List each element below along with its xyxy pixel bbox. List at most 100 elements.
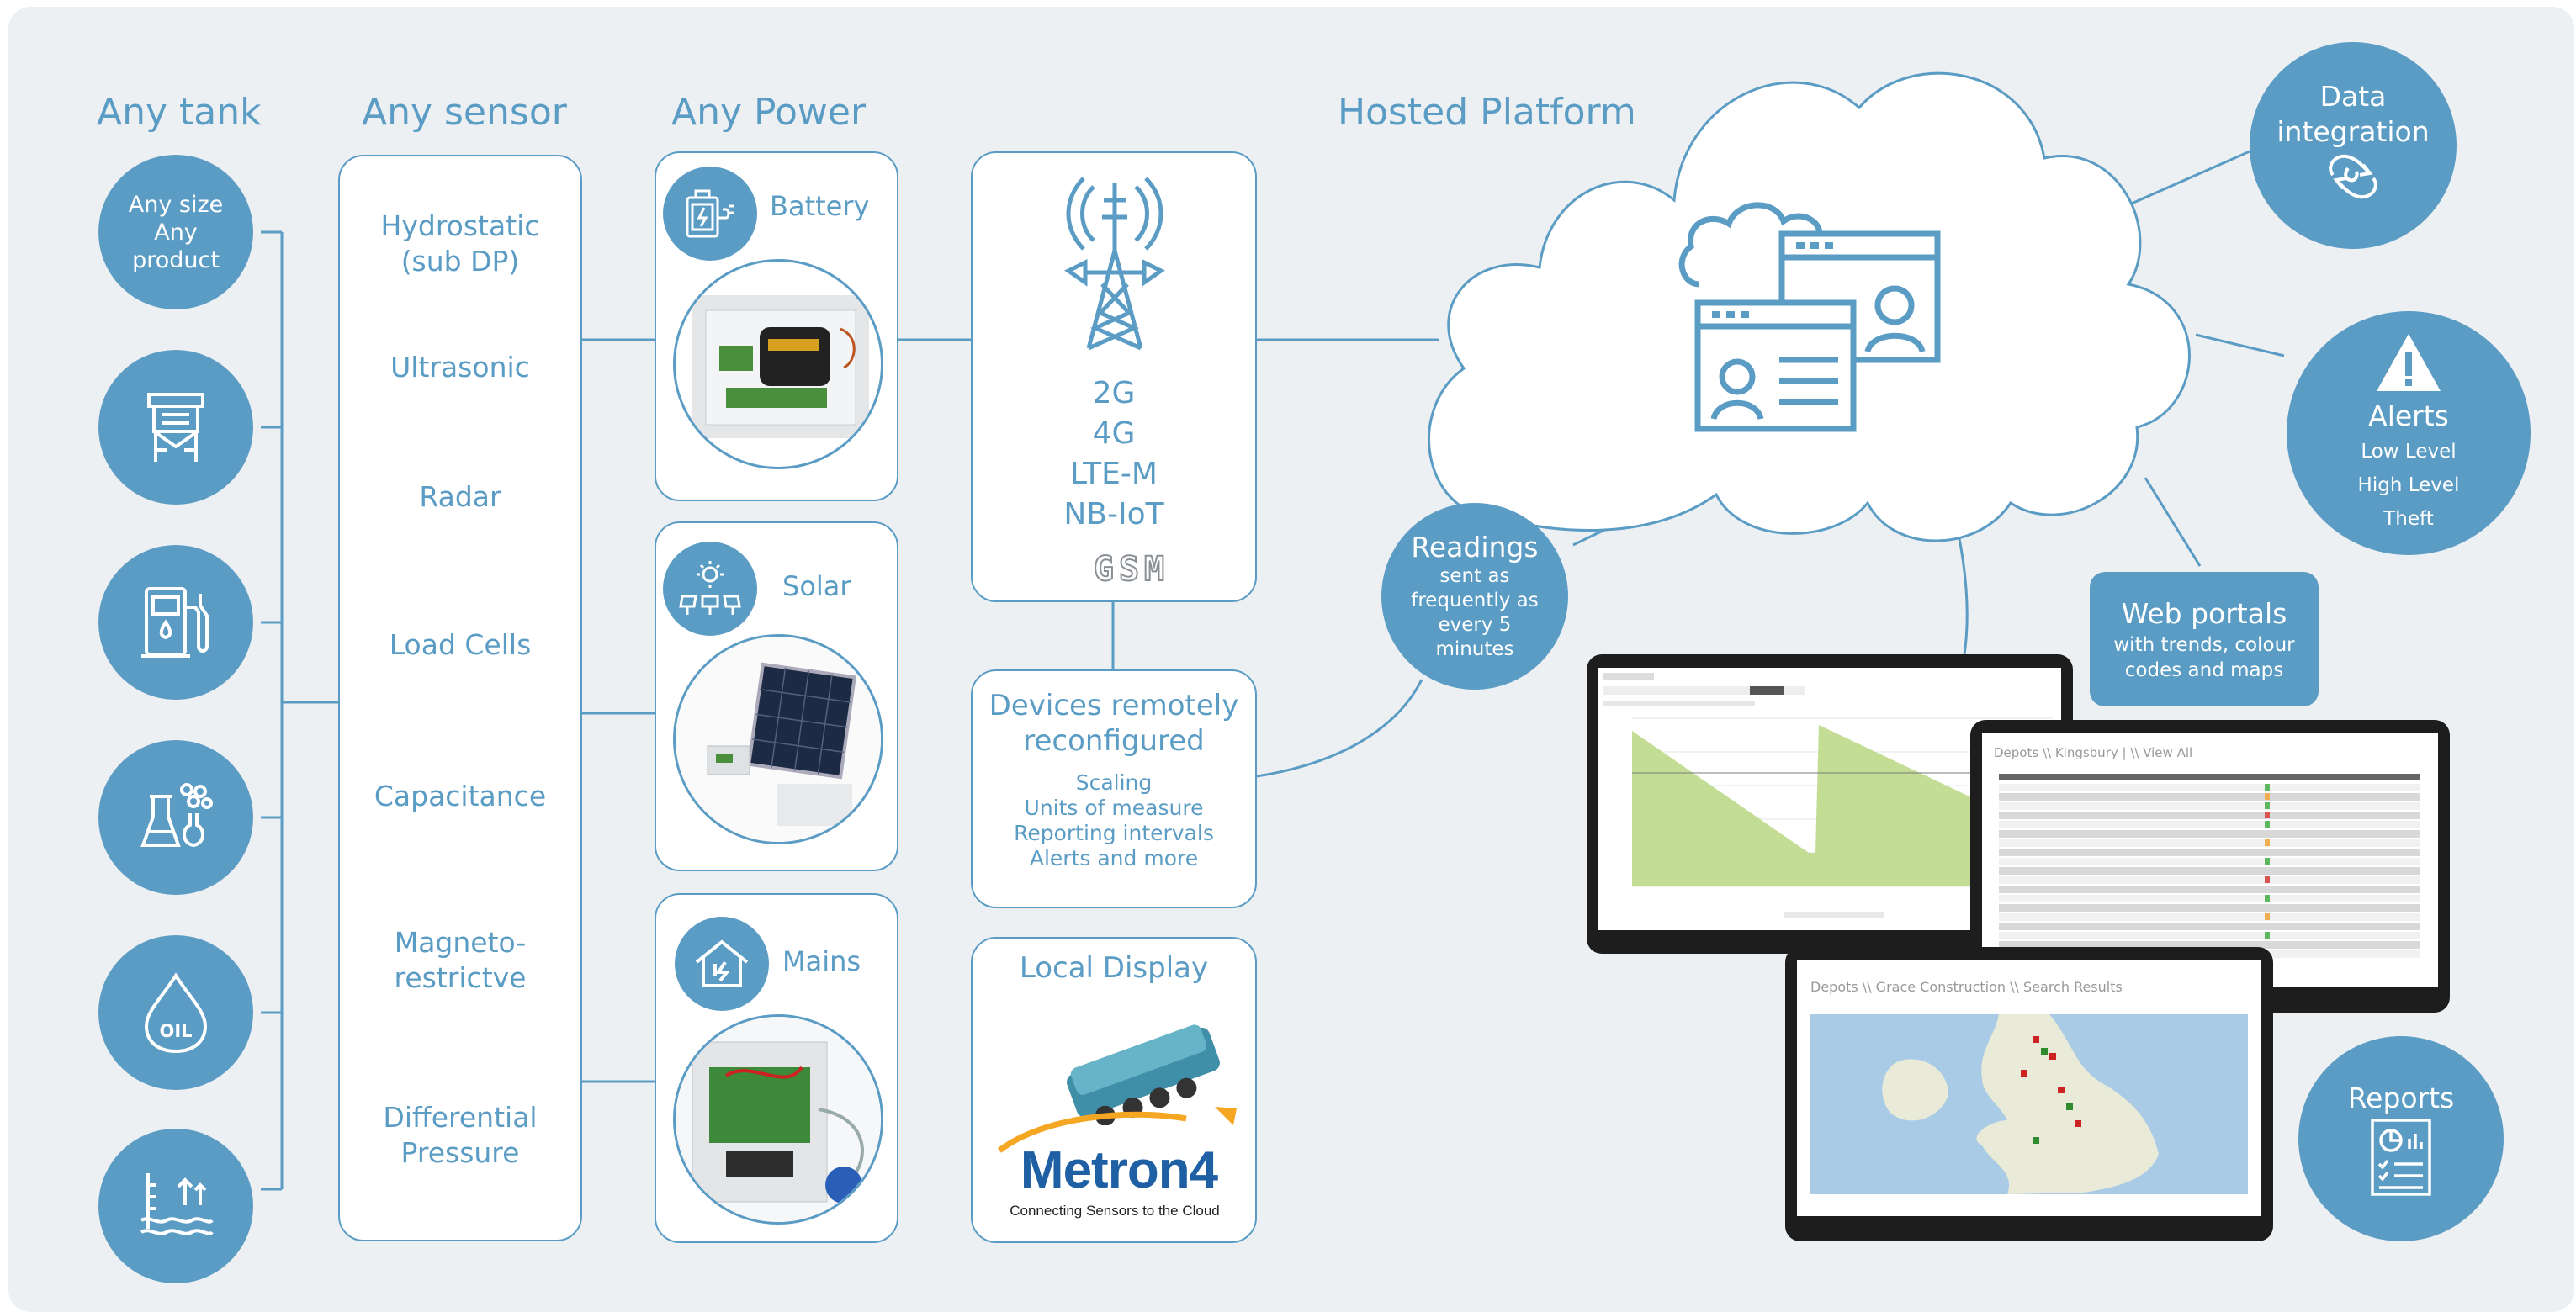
remote-config-title: Devices remotely reconfigured <box>971 688 1257 759</box>
network-type-text: NB-IoT <box>1063 497 1164 532</box>
warning-icon <box>2377 334 2441 391</box>
remote-item-text: Units of measure <box>1024 796 1204 820</box>
tank-fuel-circle <box>98 545 253 700</box>
network-type-text: 2G <box>1092 376 1136 410</box>
remote-title-text: reconfigured <box>1023 724 1205 758</box>
sensor-magnetostrictive: Magneto- restrictve <box>338 925 582 996</box>
battery-device-photo <box>673 259 883 469</box>
gsm-logo: GSM <box>1093 549 1170 590</box>
web-portals-box: Web portals with trends, colour codes an… <box>2090 572 2319 706</box>
network-type-text: LTE-M <box>1070 457 1158 491</box>
battery-icon-circle <box>663 167 757 261</box>
report-document-icon <box>2371 1119 2431 1196</box>
power-solar-label: Solar <box>782 570 851 602</box>
remote-item-text: Reporting intervals <box>1014 821 1214 845</box>
mains-icon-circle <box>675 917 769 1011</box>
heading-any-power: Any Power <box>671 91 867 134</box>
platform-icon <box>1678 202 1941 432</box>
sensor-text: restrictve <box>394 961 527 994</box>
sensor-text: (sub DP) <box>400 245 520 278</box>
house-icon <box>695 939 749 987</box>
heading-any-sensor: Any sensor <box>362 91 567 134</box>
power-battery-label: Battery <box>770 190 870 222</box>
screen-kingsbury-title: Depots \\ Kingsbury | \\ View All <box>1994 745 2193 760</box>
tank-storage-circle <box>98 350 253 505</box>
metron-tagline: Connecting Sensors to the Cloud <box>1010 1203 1220 1219</box>
sensor-differential-pressure: Differential Pressure <box>338 1100 582 1171</box>
water-level-icon <box>140 1173 214 1235</box>
storage-tank-icon <box>147 393 204 462</box>
metron-brand-part: n4 <box>1158 1141 1218 1199</box>
readings-line: every 5 <box>1438 614 1512 636</box>
readings-line: frequently as <box>1411 590 1539 611</box>
data-integration-text: integration <box>2277 115 2430 148</box>
network-type-text: 4G <box>1092 416 1136 451</box>
solar-icon-circle <box>663 542 757 636</box>
oil-drop-icon <box>144 972 208 1054</box>
tank-any-size-circle: Any size Any product <box>98 155 253 309</box>
metron-swoosh <box>997 1107 1237 1153</box>
readings-line: minutes <box>1435 638 1514 660</box>
tank-water-circle <box>98 1129 253 1283</box>
web-portals-text: with trends, colour codes and maps <box>2090 632 2319 683</box>
sensor-text: Magneto- <box>394 926 527 959</box>
alerts-circle: Alerts Low Level High Level Theft <box>2287 311 2531 555</box>
alerts-list: Low Level High Level Theft <box>2358 435 2460 536</box>
oil-label: OIL <box>159 1021 193 1041</box>
tablet-depot-map: Depots \\ Grace Construction \\ Search R… <box>1785 947 2273 1241</box>
heading-hosted-platform: Hosted Platform <box>1338 91 1636 134</box>
fuel-pump-icon <box>141 587 209 658</box>
alert-item: Theft <box>2383 508 2434 530</box>
sensor-ultrasonic: Ultrasonic <box>390 351 530 384</box>
depot-map-screen: Depots \\ Grace Construction \\ Search R… <box>1797 960 2261 1216</box>
data-integration-label: Data integration <box>2277 79 2429 150</box>
readings-title: Readings <box>1411 531 1539 563</box>
remote-item-text: Alerts and more <box>1029 846 1199 870</box>
tank-oil-circle: OIL <box>98 935 253 1090</box>
web-portals-line: with trends, colour <box>2113 634 2295 656</box>
sensor-capacitance: Capacitance <box>374 780 547 812</box>
data-integration-text: Data <box>2319 80 2387 113</box>
sensor-hydrostatic: Hydrostatic (sub DP) <box>338 209 582 279</box>
readings-line: sent as <box>1439 565 1510 587</box>
power-mains-label: Mains <box>782 945 861 977</box>
battery-icon <box>686 189 734 238</box>
connector-lines <box>261 71 2285 1191</box>
depot-table-screen: Depots \\ Kingsbury | \\ View All <box>1982 733 2438 987</box>
solar-panel-icon <box>679 561 741 615</box>
remote-config-items: Scaling Units of measure Reporting inter… <box>971 770 1257 871</box>
remote-title-text: Devices remotely <box>989 689 1239 722</box>
web-portals-line: codes and maps <box>2124 659 2284 681</box>
tablet-depot-table: Depots \\ Kingsbury | \\ View All <box>1970 720 2450 1013</box>
solar-device-photo <box>673 634 883 844</box>
alert-item: Low Level <box>2361 441 2457 463</box>
sensor-radar: Radar <box>419 480 501 513</box>
chemical-flask-icon <box>140 783 213 848</box>
sensor-text: Differential <box>383 1101 538 1134</box>
tank-chemical-circle <box>98 740 253 895</box>
remote-item-text: Scaling <box>1075 770 1153 795</box>
alerts-title: Alerts <box>2368 399 2449 432</box>
tank-text-line: Any size <box>128 191 224 218</box>
display-device-image <box>1066 1024 1220 1125</box>
tank-text-line: product <box>132 246 220 273</box>
heading-any-tank: Any tank <box>97 91 262 134</box>
web-portals-title: Web portals <box>2121 597 2287 630</box>
reports-title: Reports <box>2347 1082 2455 1114</box>
sensor-text: Pressure <box>400 1136 520 1169</box>
sync-icon <box>2329 154 2377 199</box>
sensor-text: Hydrostatic <box>380 209 540 242</box>
alert-item: High Level <box>2357 474 2460 496</box>
remote-config-box <box>971 669 1257 908</box>
diagram-canvas: Any tank Any sensor Any Power Hosted Pla… <box>8 7 2574 1312</box>
cell-tower-icon <box>1064 177 1165 351</box>
metron-brand-part: Metr <box>1020 1141 1128 1199</box>
readings-circle: Readings sent as frequently as every 5 m… <box>1381 503 1568 690</box>
sensor-list-box <box>338 155 582 1241</box>
readings-text: sent as frequently as every 5 minutes <box>1411 564 1539 662</box>
screen-grace-title: Depots \\ Grace Construction \\ Search R… <box>1810 979 2123 995</box>
local-display-title: Local Display <box>1019 951 1209 985</box>
metron4-logo: Metron4 <box>1020 1141 1218 1199</box>
mains-device-photo <box>673 1014 883 1225</box>
data-integration-circle: Data integration <box>2250 42 2457 249</box>
